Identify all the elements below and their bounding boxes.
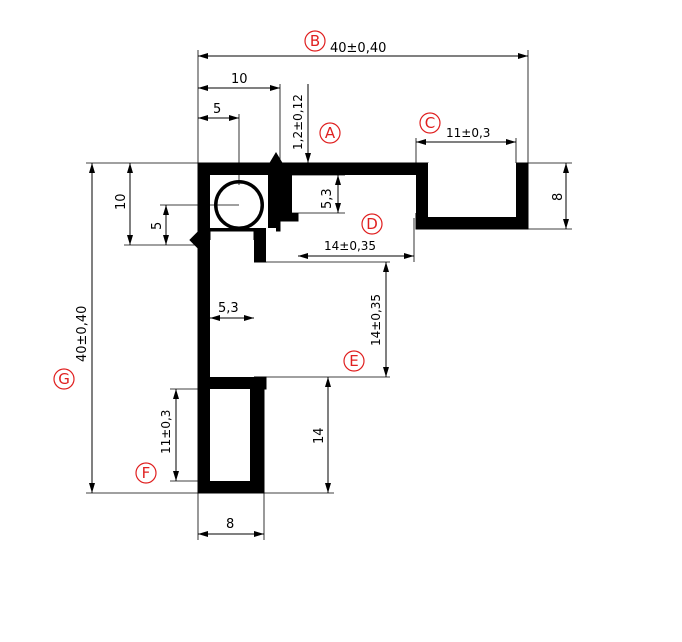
dim-inner-five-three-h: 5,3 [218,301,239,316]
marker-e-circle [343,350,365,372]
marker-g-circle [53,368,75,390]
dim-top-five: 5 [213,102,221,117]
marker-f: F [142,464,151,482]
dim-bottom-width: 8 [226,517,234,532]
marker-g: G [58,370,70,388]
dim-slot-f-height: 11±0,3 [159,410,173,454]
dimension-labels: 40±0,40 10 5 1,2±0,12 11±0,3 8 40±0,40 1… [75,41,566,532]
marker-d-circle [361,213,383,235]
marker-f-circle [135,462,157,484]
top-notch [269,152,283,164]
profile-section [189,152,529,494]
slot-f-cavity [210,389,250,481]
left-channel-cavity [210,240,254,377]
d-pocket-cavity [292,175,416,213]
dim-top-ten: 10 [231,72,248,87]
marker-d: D [366,215,378,233]
dim-wall-thickness: 1,2±0,12 [291,94,305,150]
slot-c-right-wall [515,162,529,230]
dim-left-five: 5 [150,222,165,230]
dim-left-ten: 10 [114,193,129,210]
dim-inner-five-three-v: 5,3 [320,188,335,209]
slot-c-cavity [428,163,516,217]
dim-overall-width: 40±0,40 [330,41,386,56]
marker-c: C [425,114,435,132]
inner-step-wall [253,227,267,263]
d-pocket-lip [279,212,299,222]
dim-slot-c-width: 11±0,3 [446,126,490,140]
marker-b: B [310,32,320,50]
dim-d-width: 14±0,35 [324,239,376,253]
left-notch [189,230,199,250]
marker-b-circle [304,30,326,52]
slot-c-bottom-wall [415,216,529,230]
dim-overall-height: 40±0,40 [75,306,90,362]
marker-a-circle [319,122,341,144]
marker-e: E [349,352,358,370]
dim-right-height: 8 [551,193,566,201]
profile-bottom-wall [197,480,265,494]
dim-bottom-fourteen: 14 [312,427,327,444]
slot-f-right-wall [249,376,265,494]
marker-c-circle [419,112,441,134]
dimension-lines [89,53,569,537]
section-markers: A B C D E F G [53,30,441,484]
extension-lines [86,50,572,540]
dim-e-height: 14±0,35 [369,294,383,346]
marker-a: A [325,124,336,142]
step-gap [266,228,276,262]
d-pocket-wall [279,162,293,214]
